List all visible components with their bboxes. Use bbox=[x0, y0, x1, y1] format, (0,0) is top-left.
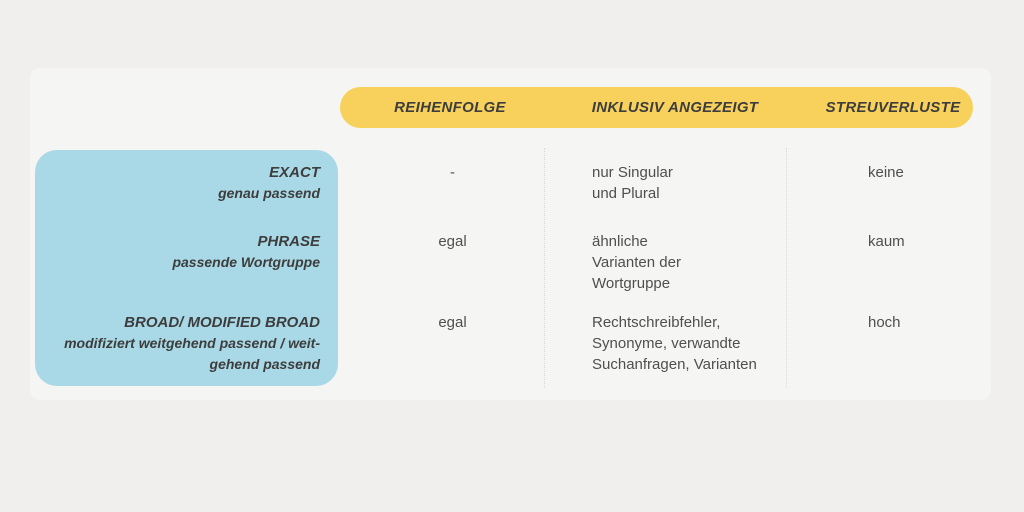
match-type-name: BROAD/ MODIFIED BROAD bbox=[124, 314, 320, 331]
column-header-streuverluste: STREUVERLUSTE bbox=[825, 99, 961, 116]
row-label-broad: BROAD/ MODIFIED BROAD modifiziert weitge… bbox=[45, 312, 320, 375]
cell-exact-reihenfolge: - bbox=[450, 164, 455, 181]
cell-broad-streuverluste: hoch bbox=[868, 314, 901, 331]
header-pill bbox=[340, 87, 973, 128]
cell-phrase-inklusiv-angezeigt: ähnliche Varianten der Wortgruppe bbox=[592, 233, 681, 292]
match-type-name: PHRASE bbox=[257, 233, 320, 250]
column-header-reihenfolge: REIHENFOLGE bbox=[394, 99, 506, 116]
match-type-subtitle: passende Wortgruppe bbox=[172, 254, 320, 270]
cell-phrase-reihenfolge: egal bbox=[438, 233, 467, 250]
row-label-phrase: PHRASE passende Wortgruppe bbox=[45, 231, 320, 273]
match-type-subtitle: genau passend bbox=[218, 185, 320, 201]
cell-exact-inklusiv-angezeigt: nur Singular und Plural bbox=[592, 164, 673, 202]
column-header-inklusiv-angezeigt: INKLUSIV ANGEZEIGT bbox=[591, 99, 759, 116]
row-label-exact: EXACT genau passend bbox=[45, 162, 320, 204]
cell-phrase-streuverluste: kaum bbox=[868, 233, 905, 250]
cell-broad-reihenfolge: egal bbox=[438, 314, 467, 331]
column-divider-1 bbox=[544, 148, 545, 388]
cell-exact-streuverluste: keine bbox=[868, 164, 904, 181]
cell-broad-inklusiv-angezeigt: Rechtschreibfehler, Synonyme, verwandte … bbox=[592, 314, 757, 373]
match-type-subtitle: modifiziert weitgehend passend / weit- g… bbox=[64, 335, 320, 372]
column-divider-2 bbox=[786, 148, 787, 388]
match-types-box bbox=[35, 150, 338, 386]
match-type-name: EXACT bbox=[269, 164, 320, 181]
